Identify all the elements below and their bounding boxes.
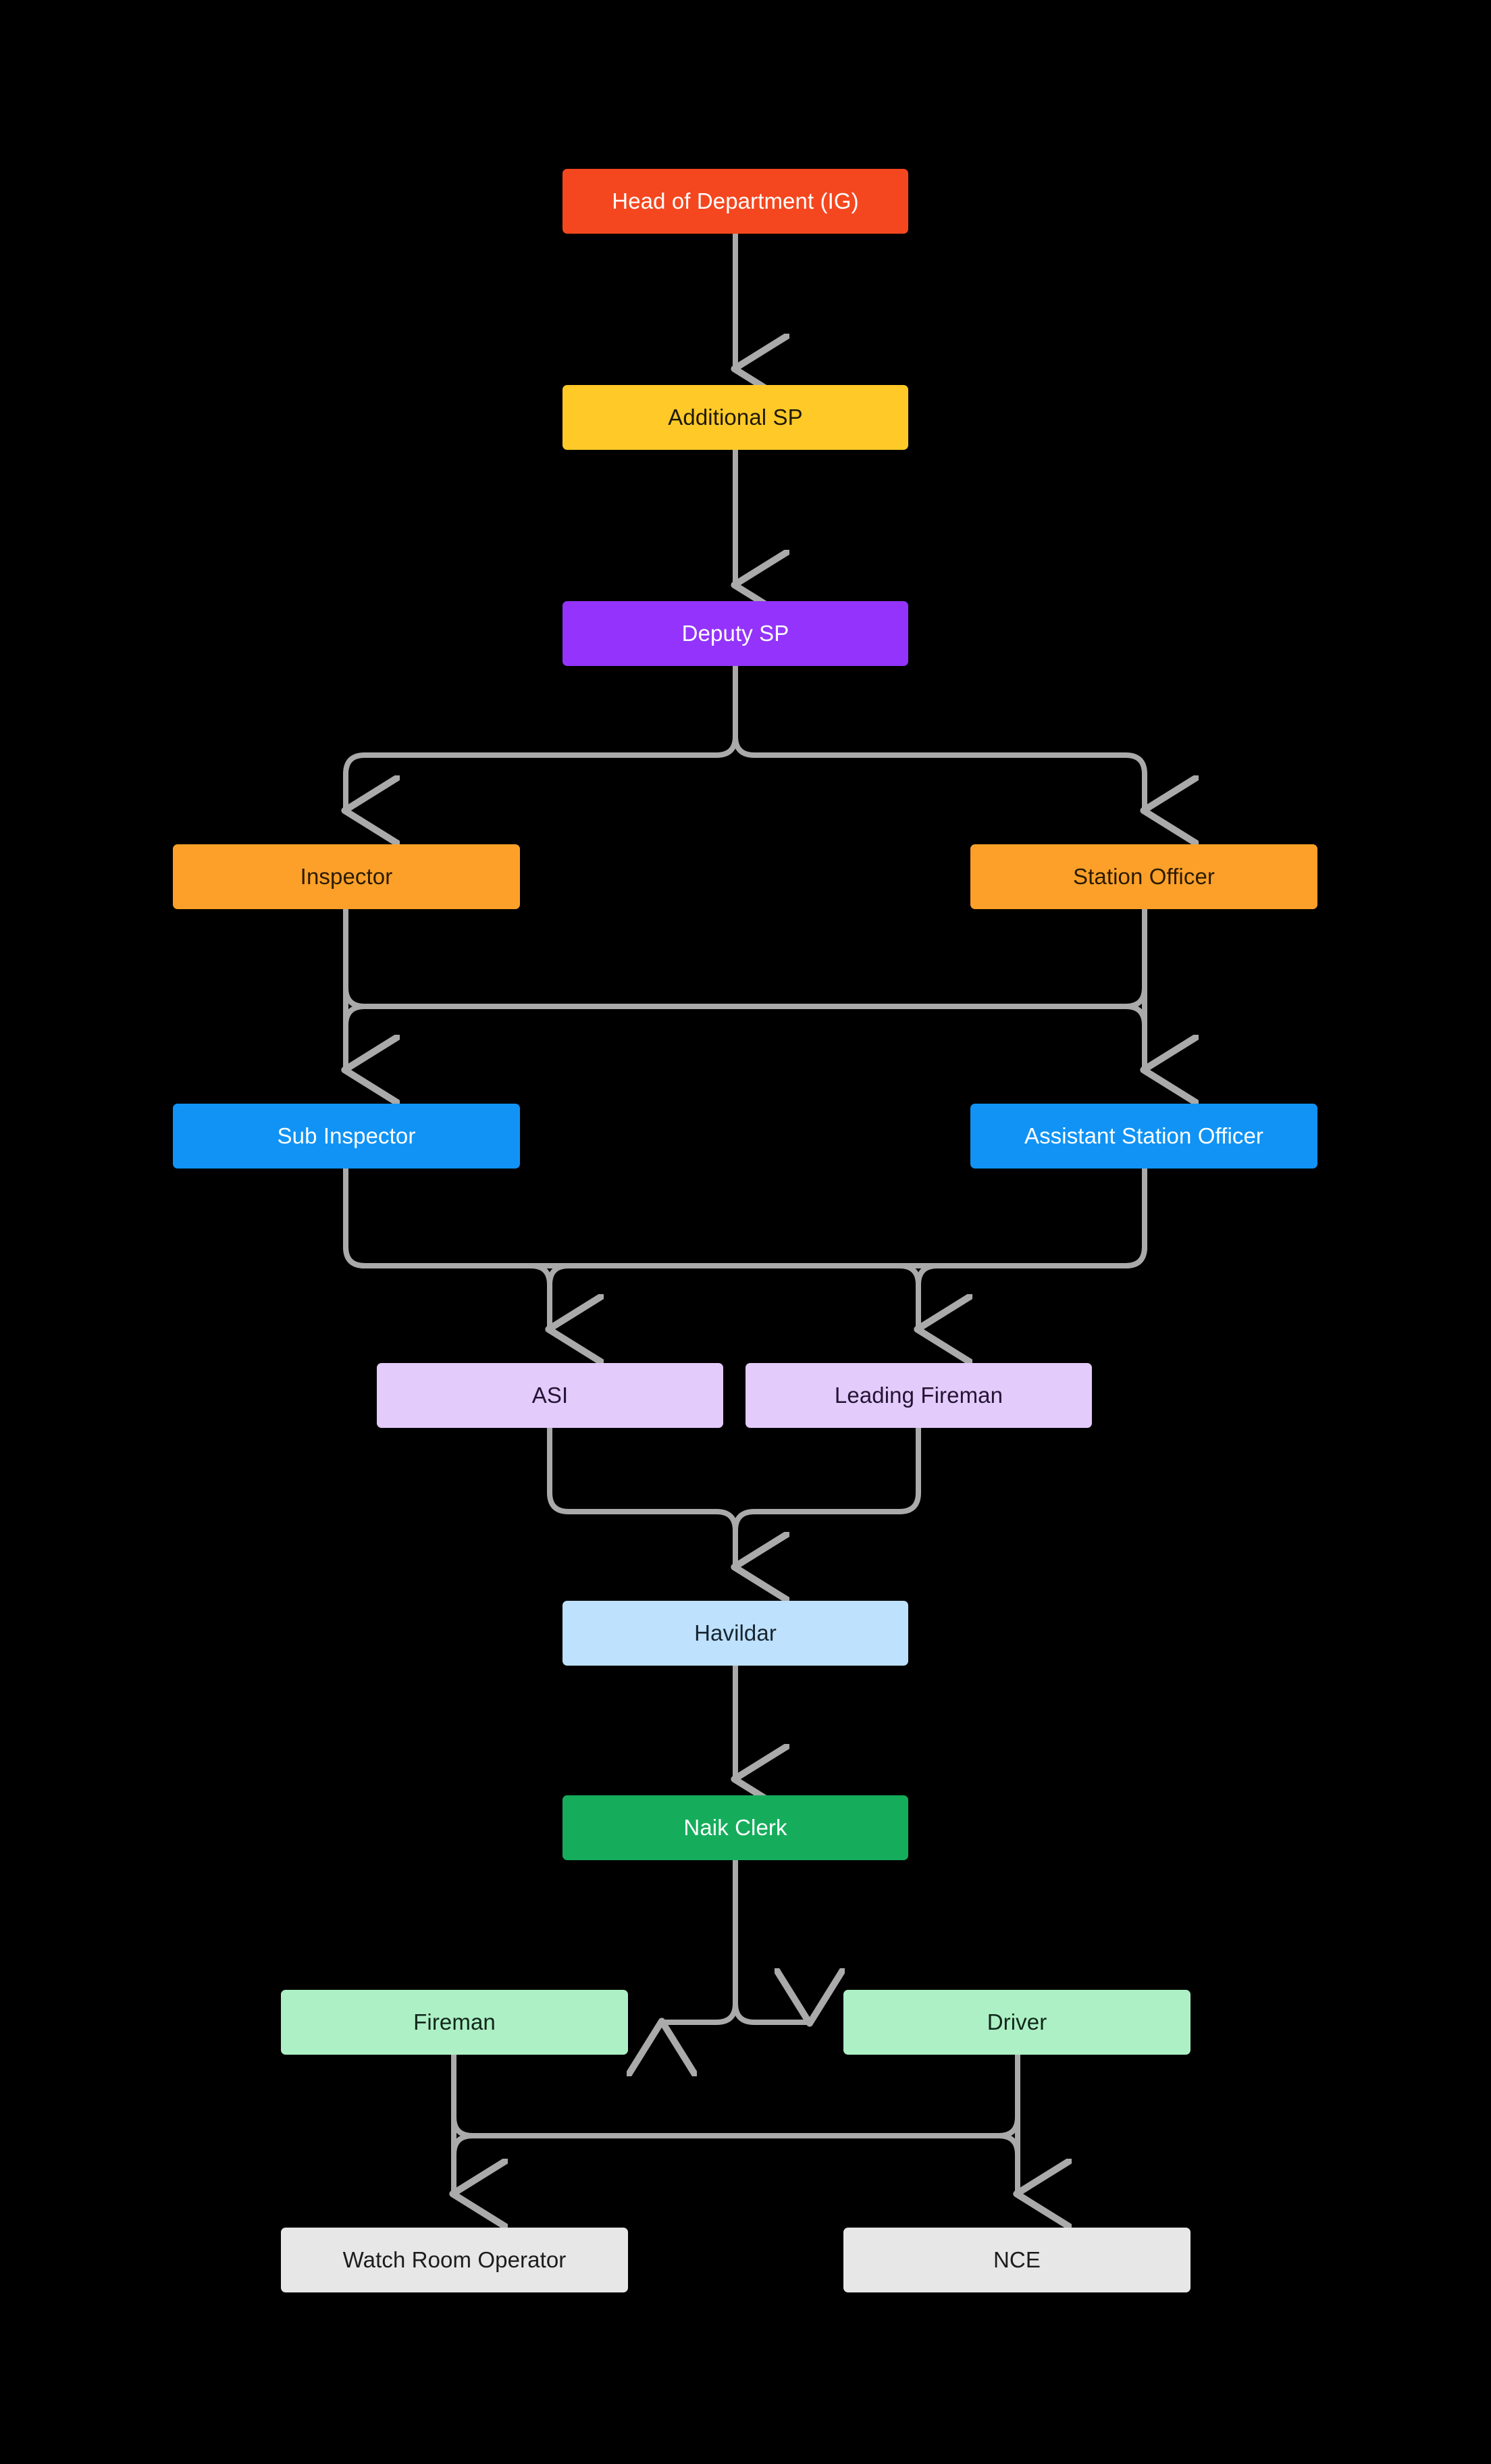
node-leading-fireman[interactable]: Leading Fireman <box>746 1363 1092 1428</box>
node-label: Havildar <box>694 1620 777 1646</box>
edge-fireman-bus <box>451 2055 1018 2194</box>
edge-naik-clerk-to-driver <box>733 1860 810 2022</box>
node-nce[interactable]: NCE <box>843 2228 1191 2292</box>
node-label: Watch Room Operator <box>342 2247 567 2273</box>
node-label: Fireman <box>413 2009 496 2035</box>
node-label: Sub Inspector <box>277 1123 416 1149</box>
edge-driver-bus <box>454 2055 1020 2194</box>
edge-naik-clerk-to-fireman <box>662 1860 738 2022</box>
edge-asst-station-officer-bus-b <box>550 1169 1147 1329</box>
edge-dy-sp-stem <box>346 666 738 811</box>
node-label: NCE <box>993 2247 1041 2273</box>
node-label: Head of Department (IG) <box>612 188 859 214</box>
node-label: Deputy SP <box>681 621 789 646</box>
node-asi[interactable]: ASI <box>377 1363 723 1428</box>
edge-dy-sp-stem-right <box>733 666 1145 811</box>
node-havildar[interactable]: Havildar <box>563 1601 908 1666</box>
edge-inspector-down <box>343 909 1145 1070</box>
node-additional-sp[interactable]: Additional SP <box>563 385 908 450</box>
node-label: Inspector <box>300 864 393 890</box>
node-label: ASI <box>531 1383 569 1408</box>
node-station-officer[interactable]: Station Officer <box>970 844 1317 909</box>
node-fireman[interactable]: Fireman <box>281 1990 628 2055</box>
node-driver[interactable]: Driver <box>843 1990 1191 2055</box>
node-label: Naik Clerk <box>683 1815 787 1841</box>
node-sub-inspector[interactable]: Sub Inspector <box>173 1104 520 1169</box>
node-label: Assistant Station Officer <box>1024 1123 1264 1149</box>
edge-sub-inspector-bus <box>343 1169 550 1329</box>
edge-leading-fireman-to-havildar <box>735 1428 921 1567</box>
node-deputy-sp[interactable]: Deputy SP <box>563 601 908 666</box>
node-label: Leading Fireman <box>834 1383 1003 1408</box>
edge-asst-station-officer-bus <box>918 1169 1147 1329</box>
edge-sub-inspector-bus-b <box>343 1169 918 1329</box>
node-watch-room-operator[interactable]: Watch Room Operator <box>281 2228 628 2292</box>
node-head-of-department[interactable]: Head of Department (IG) <box>563 169 908 234</box>
node-inspector[interactable]: Inspector <box>173 844 520 909</box>
node-label: Additional SP <box>668 405 803 430</box>
node-assistant-station-officer[interactable]: Assistant Station Officer <box>970 1104 1317 1169</box>
edge-station-officer-down <box>346 909 1147 1070</box>
node-label: Driver <box>987 2009 1047 2035</box>
node-naik-clerk[interactable]: Naik Clerk <box>563 1795 908 1860</box>
edge-asi-to-havildar <box>547 1428 735 1567</box>
node-label: Station Officer <box>1073 864 1215 890</box>
